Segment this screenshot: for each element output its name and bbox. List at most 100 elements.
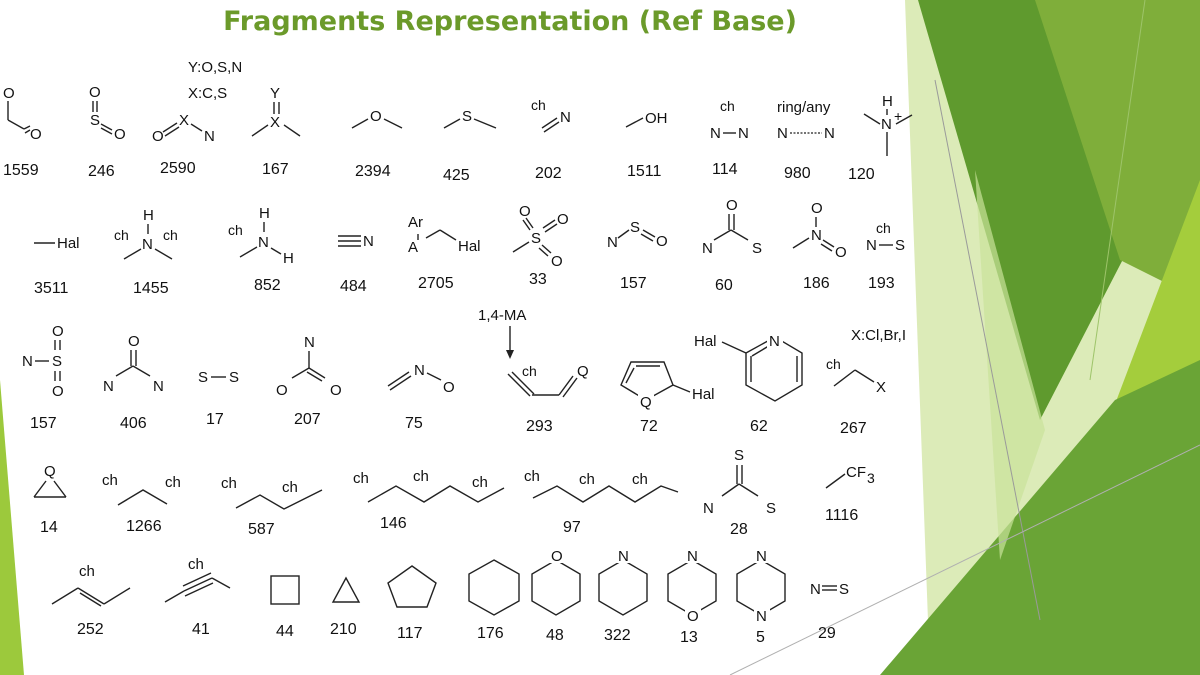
atom-hal: Hal — [694, 333, 717, 350]
deco-mid-green-shape — [1035, 0, 1200, 300]
bond — [33, 480, 47, 498]
chain-label: ch — [228, 222, 243, 238]
fragment-ns-bond: ch N S 193 — [866, 220, 905, 292]
bond — [525, 217, 534, 229]
bond — [543, 121, 560, 133]
annotation-label: 1,4-MA — [478, 307, 526, 324]
atom-hal: Hal — [57, 235, 80, 252]
atom-q: Q — [577, 363, 589, 380]
fragment-count: 14 — [40, 519, 58, 536]
bond — [833, 369, 856, 387]
fragment-count: 425 — [443, 167, 470, 184]
atom-o: O — [89, 84, 101, 101]
atom-o: O — [557, 211, 569, 228]
fragment-cyclopentane: 117 — [387, 565, 437, 642]
fragment-count: 72 — [640, 418, 658, 435]
chain-label: ch — [188, 556, 204, 573]
fragment-carbamate: N O O 207 — [276, 334, 342, 428]
fragment-count: 980 — [784, 165, 811, 182]
atom-n: N — [769, 333, 780, 350]
condition-label: ring/any — [777, 99, 831, 116]
atom-n: N — [103, 378, 114, 395]
fragment-count: 210 — [330, 621, 357, 638]
fragment-count: 252 — [77, 621, 104, 638]
bond — [541, 117, 558, 129]
fragment-count: 202 — [535, 165, 562, 182]
bond — [625, 367, 635, 384]
fragment-count: 28 — [730, 521, 748, 538]
atom-o: O — [128, 333, 140, 350]
fragment-count: 75 — [405, 415, 423, 432]
fragment-count: 117 — [397, 625, 423, 642]
fragment-sulfinylamine: N S O 157 — [607, 219, 668, 292]
bond — [184, 582, 214, 597]
atom-n: N — [304, 334, 315, 351]
atom-s: S — [229, 369, 239, 386]
fragment-hydroxyl: OH 1511 — [625, 110, 668, 180]
bond — [190, 123, 203, 132]
bond — [164, 590, 185, 603]
atom-n: N — [687, 548, 698, 565]
chain-label: ch — [353, 470, 369, 487]
atom-n: N — [607, 234, 618, 251]
bond — [721, 341, 747, 354]
atom-o: O — [3, 85, 15, 102]
bond — [820, 243, 833, 252]
atom-s: S — [90, 112, 100, 129]
atom-x: X — [179, 112, 189, 129]
chain-label: ch — [579, 471, 595, 488]
fragment-pentyl: ch ch ch 146 — [353, 468, 505, 532]
bond — [77, 587, 105, 605]
atom-n: N — [824, 125, 835, 142]
atom-oh: OH — [645, 110, 668, 127]
atom-q: Q — [44, 463, 56, 480]
fragment-oxime: N O 75 — [387, 362, 455, 432]
bond — [79, 592, 102, 607]
fragment-count: 157 — [620, 275, 647, 292]
atom-mask — [549, 546, 565, 563]
bond — [439, 229, 457, 241]
bond — [283, 124, 301, 137]
bond — [367, 485, 505, 503]
atom-mask — [616, 546, 632, 563]
bond — [822, 239, 835, 248]
atom-o: O — [114, 126, 126, 143]
bond — [538, 247, 549, 257]
fragment-count: 44 — [276, 623, 294, 640]
bond — [103, 587, 131, 605]
atom-n: N — [204, 128, 215, 145]
atom-n: N — [703, 500, 714, 517]
chain-label: ch — [826, 356, 841, 372]
chain-label: ch — [876, 220, 891, 236]
piperazine-ring — [736, 559, 786, 616]
condition-label: Y:O,S,N — [188, 59, 242, 76]
bond — [541, 244, 552, 254]
bond — [7, 119, 25, 130]
atom-o: O — [52, 383, 64, 400]
fragment-count: 48 — [546, 627, 564, 644]
atom-a: A — [408, 239, 418, 256]
fragment-benzyl-halide: Ar A Hal 2705 — [408, 214, 481, 292]
fragment-count: 587 — [248, 521, 275, 538]
chain-label: ch — [282, 479, 298, 496]
fragment-cyclopropane: 210 — [330, 576, 361, 638]
fragment-count: 322 — [604, 627, 631, 644]
bond — [642, 229, 656, 238]
atom-o: O — [726, 197, 738, 214]
bond — [640, 233, 654, 242]
atom-o: O — [152, 128, 164, 145]
fragment-sulfonamide: O N S O 157 — [22, 323, 64, 432]
bond — [306, 371, 323, 382]
fragment-ether: O 2394 — [351, 108, 403, 180]
atom-hal: Hal — [692, 386, 715, 403]
atom-o: O — [443, 379, 455, 396]
fragment-count: 146 — [380, 515, 407, 532]
bond — [270, 247, 282, 255]
fragment-halo-furan: Q Hal 72 — [620, 361, 715, 435]
bond — [473, 118, 497, 129]
fragment-count: 293 — [526, 418, 553, 435]
atom-h: H — [259, 205, 270, 222]
cyclohexane-ring — [468, 559, 520, 616]
bond — [532, 485, 679, 503]
